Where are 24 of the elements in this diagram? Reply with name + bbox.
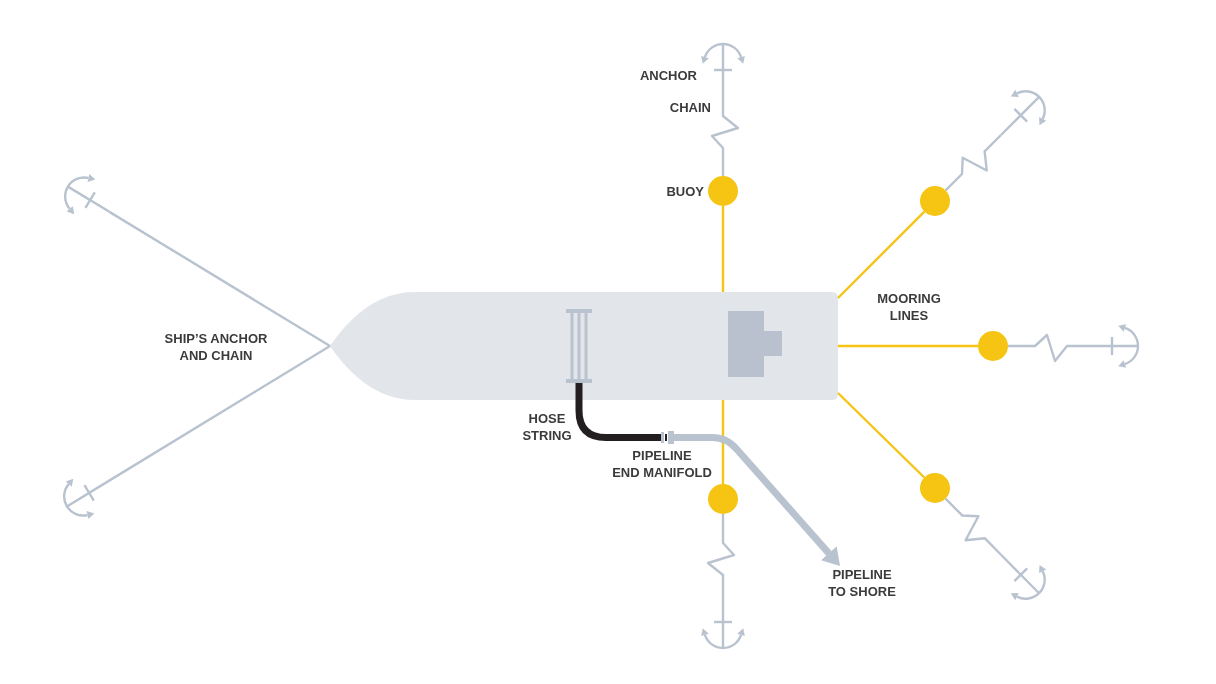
anchor-chain bbox=[944, 497, 1003, 556]
part-label: ANCHOR bbox=[639, 67, 697, 84]
mooring-line bbox=[721, 206, 725, 292]
buoy-icon bbox=[708, 484, 738, 514]
part-label: SHIP’S ANCHOR AND CHAIN bbox=[164, 330, 268, 364]
anchor-chain bbox=[944, 134, 1002, 192]
anchor-chain bbox=[107, 344, 331, 483]
mooring-line bbox=[837, 210, 926, 299]
buoy-icon bbox=[920, 186, 950, 216]
buoy-icon bbox=[978, 331, 1008, 361]
anchor-chain bbox=[1008, 333, 1094, 363]
buoy-icon bbox=[920, 473, 950, 503]
part-label: PIPELINE TO SHORE bbox=[824, 566, 900, 600]
part-label: CHAIN bbox=[669, 99, 711, 116]
mooring-line bbox=[721, 400, 725, 484]
part-label: HOSE STRING bbox=[522, 410, 572, 444]
mooring-line bbox=[838, 344, 978, 348]
anchor-chain bbox=[710, 88, 740, 176]
anchor-chain bbox=[108, 210, 331, 348]
anchor-chain bbox=[706, 514, 736, 604]
part-label: MOORING LINES bbox=[877, 290, 941, 324]
mooring-line bbox=[837, 392, 926, 479]
part-label: PIPELINE END MANIFOLD bbox=[612, 447, 712, 481]
part-label: BUOY bbox=[666, 183, 704, 200]
